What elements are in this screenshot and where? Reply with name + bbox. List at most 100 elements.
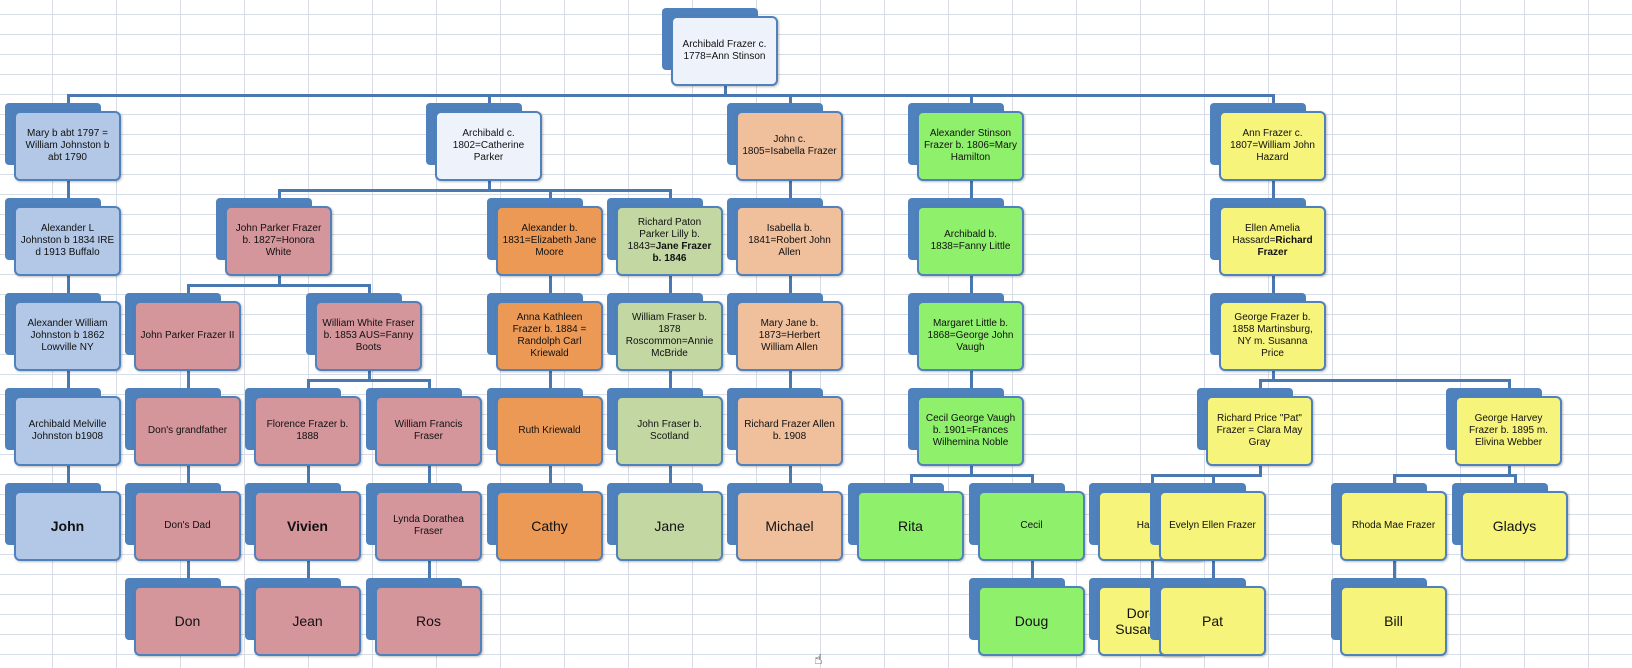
tree-node-william-fraser[interactable]: William Fraser b. 1878 Roscommon=Annie M…	[607, 293, 723, 371]
node-text: Don's Dad	[164, 520, 211, 531]
node-label: William Fraser b. 1878 Roscommon=Annie M…	[616, 301, 723, 371]
node-text: Gladys	[1492, 518, 1537, 534]
node-label: John c. 1805=Isabella Frazer	[736, 111, 843, 181]
connector-line	[186, 561, 190, 571]
connector-line	[548, 276, 552, 286]
connector-line	[186, 284, 371, 287]
node-label: Archibald Frazer c. 1778=Ann Stinson	[671, 16, 778, 86]
tree-node-michael[interactable]: Michael	[727, 483, 843, 561]
node-label: George Harvey Frazer b. 1895 m. Elivina …	[1455, 396, 1562, 466]
tree-node-ann-frazer[interactable]: Ann Frazer c. 1807=William John Hazard	[1210, 103, 1326, 181]
connector-line	[306, 466, 310, 476]
tree-node-alexander-1831[interactable]: Alexander b. 1831=Elizabeth Jane Moore	[487, 198, 603, 276]
tree-node-cecil[interactable]: Cecil	[969, 483, 1085, 561]
node-text: Archibald Frazer c. 1778=Ann Stinson	[682, 39, 767, 62]
node-label: George Frazer b. 1858 Martinsburg, NY m.…	[1219, 301, 1326, 371]
tree-node-lynda[interactable]: Lynda Dorathea Fraser	[366, 483, 482, 561]
node-label: Cathy	[496, 491, 603, 561]
tree-node-florence[interactable]: Florence Frazer b. 1888	[245, 388, 361, 466]
connector-line	[186, 466, 190, 476]
node-text: Rhoda Mae Frazer	[1351, 520, 1436, 531]
tree-node-richard-allen[interactable]: Richard Frazer Allen b. 1908	[727, 388, 843, 466]
tree-node-jean[interactable]: Jean	[245, 578, 361, 656]
tree-node-rhoda[interactable]: Rhoda Mae Frazer	[1331, 483, 1447, 561]
tree-node-cecil-george[interactable]: Cecil George Vaugh b. 1901=Frances Wilhe…	[908, 388, 1024, 466]
tree-node-margaret-little[interactable]: Margaret Little b. 1868=George John Vaug…	[908, 293, 1024, 371]
tree-node-richard-paton[interactable]: Richard Paton Parker Lilly b. 1843=Jane …	[607, 198, 723, 276]
tree-node-william-white[interactable]: William White Fraser b. 1853 AUS=Fanny B…	[306, 293, 422, 371]
tree-node-dons-grandfather[interactable]: Don's grandfather	[125, 388, 241, 466]
tree-node-alexander-william[interactable]: Alexander William Johnston b 1862 Lowvil…	[5, 293, 121, 371]
tree-node-evelyn[interactable]: Evelyn Ellen Frazer	[1150, 483, 1266, 561]
tree-node-alexander-stinson[interactable]: Alexander Stinson Frazer b. 1806=Mary Ha…	[908, 103, 1024, 181]
node-label: Rhoda Mae Frazer	[1340, 491, 1447, 561]
tree-node-william-francis[interactable]: William Francis Fraser	[366, 388, 482, 466]
tree-node-john-c1805[interactable]: John c. 1805=Isabella Frazer	[727, 103, 843, 181]
node-text: Evelyn Ellen Frazer	[1169, 520, 1256, 531]
node-text: Don's grandfather	[147, 425, 228, 436]
tree-node-doug[interactable]: Doug	[969, 578, 1085, 656]
node-label: Don's grandfather	[134, 396, 241, 466]
connector-line	[66, 181, 70, 191]
node-text: Isabella b. 1841=Robert John Allen	[748, 223, 831, 258]
tree-node-ruth[interactable]: Ruth Kriewald	[487, 388, 603, 466]
tree-node-vivien[interactable]: Vivien	[245, 483, 361, 561]
tree-node-john-parker-ii[interactable]: John Parker Frazer II	[125, 293, 241, 371]
tree-node-archibald-melville[interactable]: Archibald Melville Johnston b1908	[5, 388, 121, 466]
connector-line	[788, 466, 792, 476]
tree-node-archibald-1838[interactable]: Archibald b. 1838=Fanny Little	[908, 198, 1024, 276]
connector-line	[788, 276, 792, 286]
tree-node-anna-kathleen[interactable]: Anna Kathleen Frazer b. 1884 = Randolph …	[487, 293, 603, 371]
tree-node-mary[interactable]: Mary b abt 1797 = William Johnston b abt…	[5, 103, 121, 181]
node-label: Cecil	[978, 491, 1085, 561]
tree-node-pat[interactable]: Pat	[1150, 578, 1266, 656]
node-text: Doug	[1014, 613, 1049, 629]
tree-node-gladys[interactable]: Gladys	[1452, 483, 1568, 561]
tree-node-john-parker[interactable]: John Parker Frazer b. 1827=Honora White	[216, 198, 332, 276]
node-text: John Fraser b. Scotland	[637, 419, 702, 442]
tree-node-john[interactable]: John	[5, 483, 121, 561]
tree-node-richard-price[interactable]: Richard Price "Pat" Frazer = Clara May G…	[1197, 388, 1313, 466]
tree-node-bill[interactable]: Bill	[1331, 578, 1447, 656]
connector-line	[723, 86, 727, 96]
tree-node-don[interactable]: Don	[125, 578, 241, 656]
tree-node-root[interactable]: Archibald Frazer c. 1778=Ann Stinson	[662, 8, 778, 86]
tree-node-mary-jane[interactable]: Mary Jane b. 1873=Herbert William Allen	[727, 293, 843, 371]
node-label: Mary Jane b. 1873=Herbert William Allen	[736, 301, 843, 371]
node-text: Mary b abt 1797 = William Johnston b abt…	[25, 128, 110, 163]
tree-node-jane[interactable]: Jane	[607, 483, 723, 561]
node-label: Richard Paton Parker Lilly b. 1843=Jane …	[616, 206, 723, 276]
node-text: Jane	[654, 518, 685, 534]
node-label: Ann Frazer c. 1807=William John Hazard	[1219, 111, 1326, 181]
node-label: Archibald c. 1802=Catherine Parker	[435, 111, 542, 181]
tree-node-george-harvey[interactable]: George Harvey Frazer b. 1895 m. Elivina …	[1446, 388, 1562, 466]
connector-line	[277, 189, 672, 192]
tree-node-alexander-l[interactable]: Alexander L Johnston b 1834 IRE d 1913 B…	[5, 198, 121, 276]
tree-node-isabella[interactable]: Isabella b. 1841=Robert John Allen	[727, 198, 843, 276]
tree-node-archibald-c1802[interactable]: Archibald c. 1802=Catherine Parker	[426, 103, 542, 181]
tree-node-ellen-amelia[interactable]: Ellen Amelia Hassard=Richard Frazer	[1210, 198, 1326, 276]
tree-node-rita[interactable]: Rita	[848, 483, 964, 561]
connector-line	[788, 371, 792, 381]
node-text: Margaret Little b. 1868=George John Vaug…	[927, 318, 1014, 353]
connector-line	[668, 371, 672, 381]
tree-node-ros[interactable]: Ros	[366, 578, 482, 656]
node-label: Alexander L Johnston b 1834 IRE d 1913 B…	[14, 206, 121, 276]
node-text: Alexander b. 1831=Elizabeth Jane Moore	[502, 223, 597, 258]
node-text: Pat	[1201, 613, 1223, 629]
connector-line	[969, 371, 973, 381]
node-text: Cecil	[1020, 520, 1043, 531]
node-text: Vivien	[287, 518, 328, 534]
connector-line	[1392, 561, 1396, 571]
tree-node-cathy[interactable]: Cathy	[487, 483, 603, 561]
connector-line	[548, 371, 552, 381]
node-label: Mary b abt 1797 = William Johnston b abt…	[14, 111, 121, 181]
node-label: Richard Price "Pat" Frazer = Clara May G…	[1206, 396, 1313, 466]
tree-node-john-fraser[interactable]: John Fraser b. Scotland	[607, 388, 723, 466]
node-text: Archibald c. 1802=Catherine Parker	[452, 128, 525, 163]
connector-line	[1271, 371, 1275, 381]
tree-node-dons-dad[interactable]: Don's Dad	[125, 483, 241, 561]
tree-node-george-frazer[interactable]: George Frazer b. 1858 Martinsburg, NY m.…	[1210, 293, 1326, 371]
connector-line	[66, 94, 1275, 97]
node-label: Evelyn Ellen Frazer	[1159, 491, 1266, 561]
